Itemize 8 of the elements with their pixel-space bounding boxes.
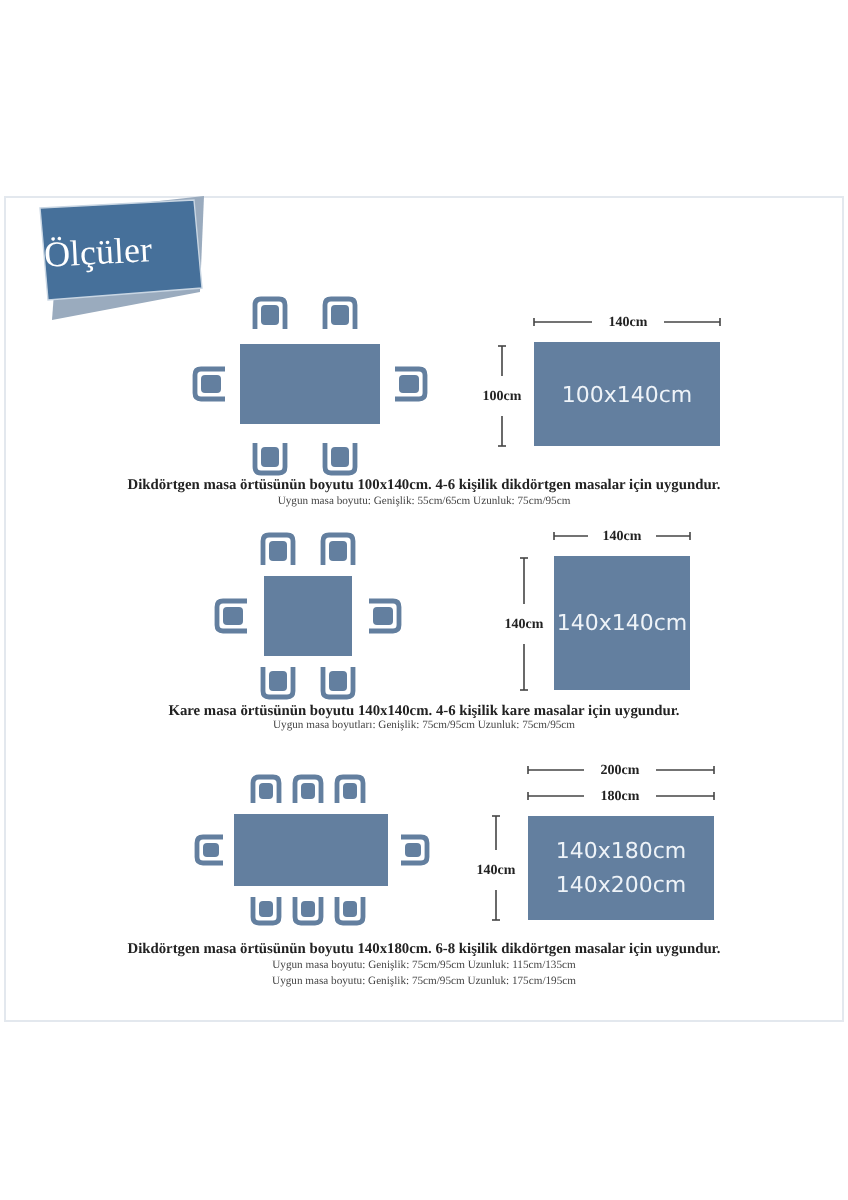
- tablecloth-rect: [528, 816, 714, 920]
- tablecloth-rect: [554, 556, 690, 690]
- tablecloth-rect: [534, 342, 720, 446]
- size-text: 100x140cm: [561, 381, 693, 407]
- size-text: 140x200cm: [555, 872, 687, 898]
- size-text: 140x180cm: [555, 838, 687, 864]
- size-text: 140x140cm: [556, 610, 688, 636]
- title-text: Ölçüler: [42, 229, 153, 277]
